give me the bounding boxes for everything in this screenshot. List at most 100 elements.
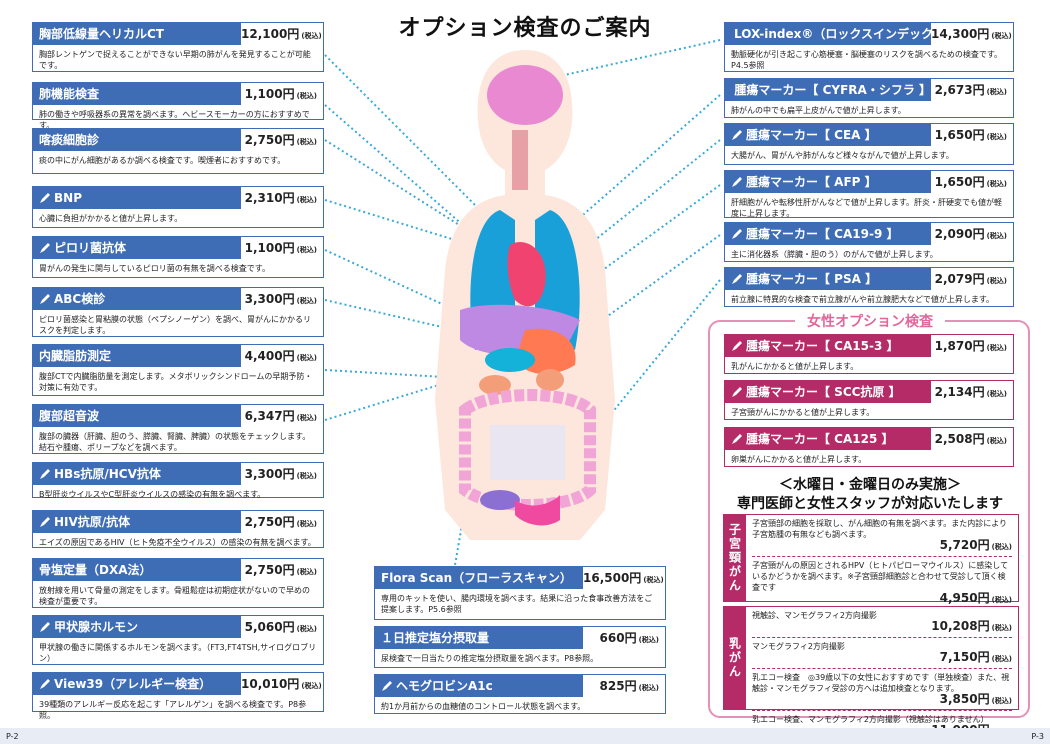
tax-label: (税込) [643,576,664,584]
right-option-4-card[interactable]: 腫瘍マーカー【 CA19-9 】2,090円(税込)主に消化器系（膵臓・胆のう）… [724,222,1014,262]
divider [752,710,1012,711]
left-option-1-name: 肺機能検査 [33,83,241,105]
left-option-8-name: HBs抗原/HCV抗体 [33,463,241,485]
cervical-row-0: 子宮頸部の細胞を採取し、がん細胞の有無を調べます。また内診により子宮筋腫の有無な… [752,518,1012,553]
right-option-2-card[interactable]: 腫瘍マーカー【 CEA 】1,650円(税込)大腸がん、胃がんや肺がんなど様々な… [724,123,1014,165]
breast-row-text: マンモグラフィ2方向撮影 [752,642,845,651]
tax-label: (税込) [986,390,1007,398]
left-option-0-price: 12,100円(税込) [241,23,323,45]
right-option-5-card[interactable]: 腫瘍マーカー【 PSA 】2,079円(税込)前立腺に特異的な検査で前立腺がんや… [724,267,1014,307]
cervical-row-1: 子宮頸がんの原因とされるHPV（ヒトパピローマウイルス）に感染しているかどうかを… [752,560,1012,606]
left-option-7-description: 腹部の臓器（肝臓、胆のう、膵臓、腎臓、脾臓）の状態をチェックします。結石や腫瘍、… [39,432,311,452]
women-option-2-card[interactable]: 腫瘍マーカー【 CA125 】2,508円(税込)卵巣がんにかかると値が上昇しま… [724,427,1014,467]
breast-cancer-label: 乳がん [724,607,746,709]
cervical-cancer-rows: 子宮頸部の細胞を採取し、がん細胞の有無を調べます。また内診により子宮筋腫の有無な… [746,515,1018,604]
pen-icon [732,387,742,397]
women-option-0-name-text: 腫瘍マーカー【 CA15-3 】 [746,339,899,353]
tax-label: (税込) [296,246,317,254]
left-option-5-description: ピロリ菌感染と胃粘膜の状態（ペプシノーゲン）を調べ、胃がんにかかるリスクを判定し… [39,315,311,335]
right-option-1-description: 肺がんの中でも扁平上皮がんで値が上昇します。 [731,106,906,115]
left-option-11-name-text: 甲状腺ホルモン [54,620,139,634]
tax-label: (税込) [296,472,317,480]
left-option-12-header: View39（アレルギー検査）10,010円(税込) [33,673,323,695]
cervical-row-text: 子宮頸がんの原因とされるHPV（ヒトパピローマウイルス）に感染しているかどうかを… [752,561,1009,592]
right-option-2-description: 大腸がん、胃がんや肺がんなど様々ながんで値が上昇します。 [731,151,954,160]
tax-label: (税込) [296,354,317,362]
tax-label: (税込) [301,32,322,40]
women-option-1-name: 腫瘍マーカー【 SCC抗原 】 [725,381,931,403]
tax-label: (税込) [991,655,1012,663]
pen-icon [732,177,742,187]
left-option-11-price: 5,060円(税込) [241,616,323,638]
pen-icon [382,681,392,691]
tax-label: (税込) [991,697,1012,705]
right-option-4-header: 腫瘍マーカー【 CA19-9 】2,090円(税込) [725,223,1013,245]
tax-label: (税込) [296,520,317,528]
left-option-10-price: 2,750円(税込) [241,559,323,581]
left-option-6-price: 4,400円(税込) [241,345,323,367]
left-option-6-description: 腹部CTで内臓脂肪量を測定します。メタボリックシンドロームの早期予防・対策に有効… [39,372,313,392]
right-option-3-header: 腫瘍マーカー【 AFP 】1,650円(税込) [725,171,1013,193]
right-option-0-price: 14,300円(税込) [931,23,1013,45]
left-option-2-description: 痰の中にがん細胞があるか調べる検査です。喫煙者におすすめです。 [39,156,286,165]
women-option-1-description: 子宮頸がんにかかると値が上昇します。 [731,408,875,417]
middle-option-1-price: 660円(税込) [583,627,665,649]
middle-option-1-name: １日推定塩分摂取量 [375,627,583,649]
left-option-10-name: 骨塩定量（DXA法） [33,559,241,581]
left-option-10-card[interactable]: 骨塩定量（DXA法）2,750円(税込)放射線を用いて骨量の測定をします。骨粗鬆… [32,558,324,608]
tax-label: (税込) [986,437,1007,445]
breast-row-price: 10,208円(税込) [931,619,1012,633]
wed-fri-line2: 専門医師と女性スタッフが対応いたします [737,496,1003,512]
women-option-0-card[interactable]: 腫瘍マーカー【 CA15-3 】1,870円(税込)乳がんにかかると値が上昇しま… [724,334,1014,374]
tax-label: (税込) [986,277,1007,285]
left-option-12-name: View39（アレルギー検査） [33,673,241,695]
tax-label: (税込) [296,568,317,576]
left-option-1-name-text: 肺機能検査 [39,87,100,101]
middle-option-0-card[interactable]: Flora Scan（フローラスキャン）16,500円(税込)専用のキットを使い… [374,566,666,620]
right-option-0-card[interactable]: LOX-index®（ロックスインデックス）14,300円(税込)動脈硬化が引き… [724,22,1014,72]
cervical-cancer-block: 子宮頸がん 子宮頸部の細胞を採取し、がん細胞の有無を調べます。また内診により子宮… [723,514,1019,604]
right-option-1-header: 腫瘍マーカー【 CYFRA・シフラ 】2,673円(税込) [725,79,1013,101]
pen-icon [40,469,50,479]
right-option-5-price: 2,079円(税込) [931,268,1013,290]
page-number-left: P-2 [0,728,525,744]
cervical-row-price: 4,950円(税込) [939,591,1012,605]
wed-fri-line1: ＜水曜日・金曜日のみ実施＞ [779,477,961,493]
left-option-9-name-text: HIV抗原/抗体 [54,515,131,529]
left-option-4-description: 胃がんの発生に関与しているピロリ菌の有無を調べる検査です。 [39,264,270,273]
pen-icon [40,294,50,304]
left-option-12-card[interactable]: View39（アレルギー検査）10,010円(税込)39種類のアレルギー反応を起… [32,672,324,720]
pen-icon [40,193,50,203]
middle-option-1-name-text: １日推定塩分摂取量 [381,631,490,645]
middle-option-0-description: 専用のキットを使い、腸内環境を調べます。結果に沿った食事改善方法をご提案します。… [381,594,653,614]
left-option-7-name-text: 腹部超音波 [39,409,100,423]
divider [752,637,1012,638]
right-option-1-price: 2,673円(税込) [931,79,1013,101]
women-option-2-name: 腫瘍マーカー【 CA125 】 [725,428,931,450]
right-option-1-card[interactable]: 腫瘍マーカー【 CYFRA・シフラ 】2,673円(税込) 肺がんの中でも扁平上皮… [724,78,1014,118]
left-option-9-name: HIV抗原/抗体 [33,511,241,533]
right-option-3-card[interactable]: 腫瘍マーカー【 AFP 】1,650円(税込) 肝細胞がんや転移性肝がんなどで値が… [724,170,1014,218]
right-option-3-description: 肝細胞がんや転移性肝がんなどで値が上昇します。肝炎・肝硬変でも値が軽度に上昇しま… [731,198,1003,218]
right-option-3-price: 1,650円(税込) [931,171,1013,193]
pen-icon [732,341,742,351]
women-option-0-header: 腫瘍マーカー【 CA15-3 】1,870円(税込) [725,335,1013,357]
women-option-1-card[interactable]: 腫瘍マーカー【 SCC抗原 】2,134円(税込)子宮頸がんにかかると値が上昇し… [724,380,1014,420]
left-option-8-name-text: HBs抗原/HCV抗体 [54,467,161,481]
